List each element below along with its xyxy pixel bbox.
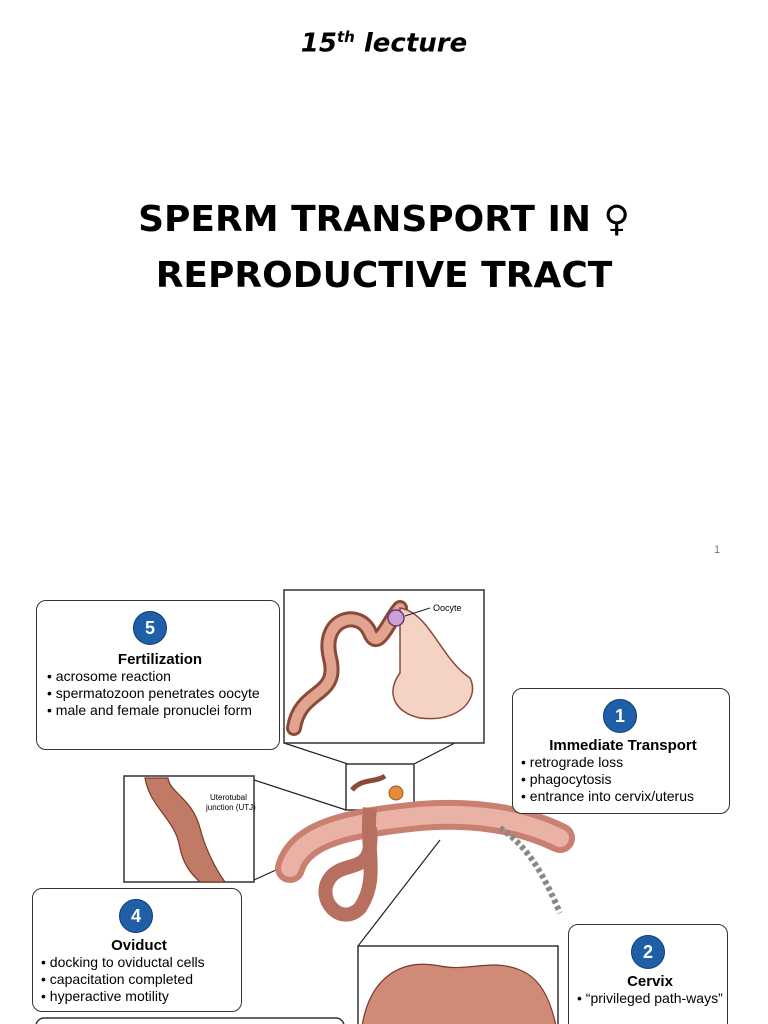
title-line-1: SPERM TRANSPORT IN ♀ (138, 199, 630, 240)
fertilization-bullets: acrosome reaction spermatozoon penetrate… (47, 668, 273, 719)
bullet: “privileged path-ways” (577, 990, 723, 1007)
sperm-transport-diagram: Oocyte Uterotubal junction (UTJ) 5 (0, 578, 768, 1024)
callout-fertilization: 5 Fertilization acrosome reaction sperma… (36, 600, 280, 750)
callout-cervix: 2 Cervix “privileged path-ways” (568, 924, 728, 1024)
oviduct-ampulla-inset (283, 589, 485, 744)
bullet: phagocytosis (521, 771, 725, 788)
lecture-suffix: th (336, 28, 355, 46)
oviduct-bullets: docking to oviductal cells capacitation … (41, 954, 237, 1005)
bullet: spermatozoon penetrates oocyte (47, 685, 273, 702)
step-number-1: 1 (603, 699, 637, 733)
cervix-heading: Cervix (627, 973, 673, 990)
ovary-icon (388, 785, 404, 801)
step-number-4: 4 (119, 899, 153, 933)
callout-oviduct: 4 Oviduct docking to oviductal cells cap… (32, 888, 242, 1012)
reproductive-tract-illustration: Oocyte Uterotubal junction (UTJ) (35, 589, 575, 1024)
bullet: male and female pronuclei form (47, 702, 273, 719)
page-number: 1 (714, 544, 721, 556)
lecture-word: lecture (363, 28, 468, 59)
bullet: capacitation completed (41, 971, 237, 988)
fertilization-heading: Fertilization (117, 651, 203, 668)
oocyte-icon (387, 609, 405, 627)
oocyte-label: Oocyte (433, 603, 462, 613)
title-line-2: REPRODUCTIVE TRACT (155, 255, 613, 296)
bullet: hyperactive motility (41, 988, 237, 1005)
lecture-number: 15 (300, 28, 337, 59)
callout-immediate-transport: 1 Immediate Transport retrograde loss ph… (512, 688, 730, 814)
step-number-2: 2 (631, 935, 665, 969)
bullet: entrance into cervix/uterus (521, 788, 725, 805)
cervix-bullets: “privileged path-ways” (577, 990, 723, 1007)
immediate-transport-heading: Immediate Transport (549, 737, 697, 754)
immediate-transport-bullets: retrograde loss phagocytosis entrance in… (521, 754, 725, 805)
slide-title: SPERM TRANSPORT IN ♀ REPRODUCTIVE TRACT (0, 192, 768, 304)
bullet: acrosome reaction (47, 668, 273, 685)
lecture-label: 15th lecture (0, 28, 768, 59)
oviduct-heading: Oviduct (111, 937, 167, 954)
uterus-tube (275, 799, 575, 922)
bullet: docking to oviductal cells (41, 954, 237, 971)
bullet: retrograde loss (521, 754, 725, 771)
utj-label-line-1: Uterotubal (210, 793, 247, 802)
cervix-inset (357, 945, 559, 1024)
utj-label-line-2: junction (UTJ) (205, 803, 256, 812)
step-number-5: 5 (133, 611, 167, 645)
utj-inset (123, 775, 255, 883)
